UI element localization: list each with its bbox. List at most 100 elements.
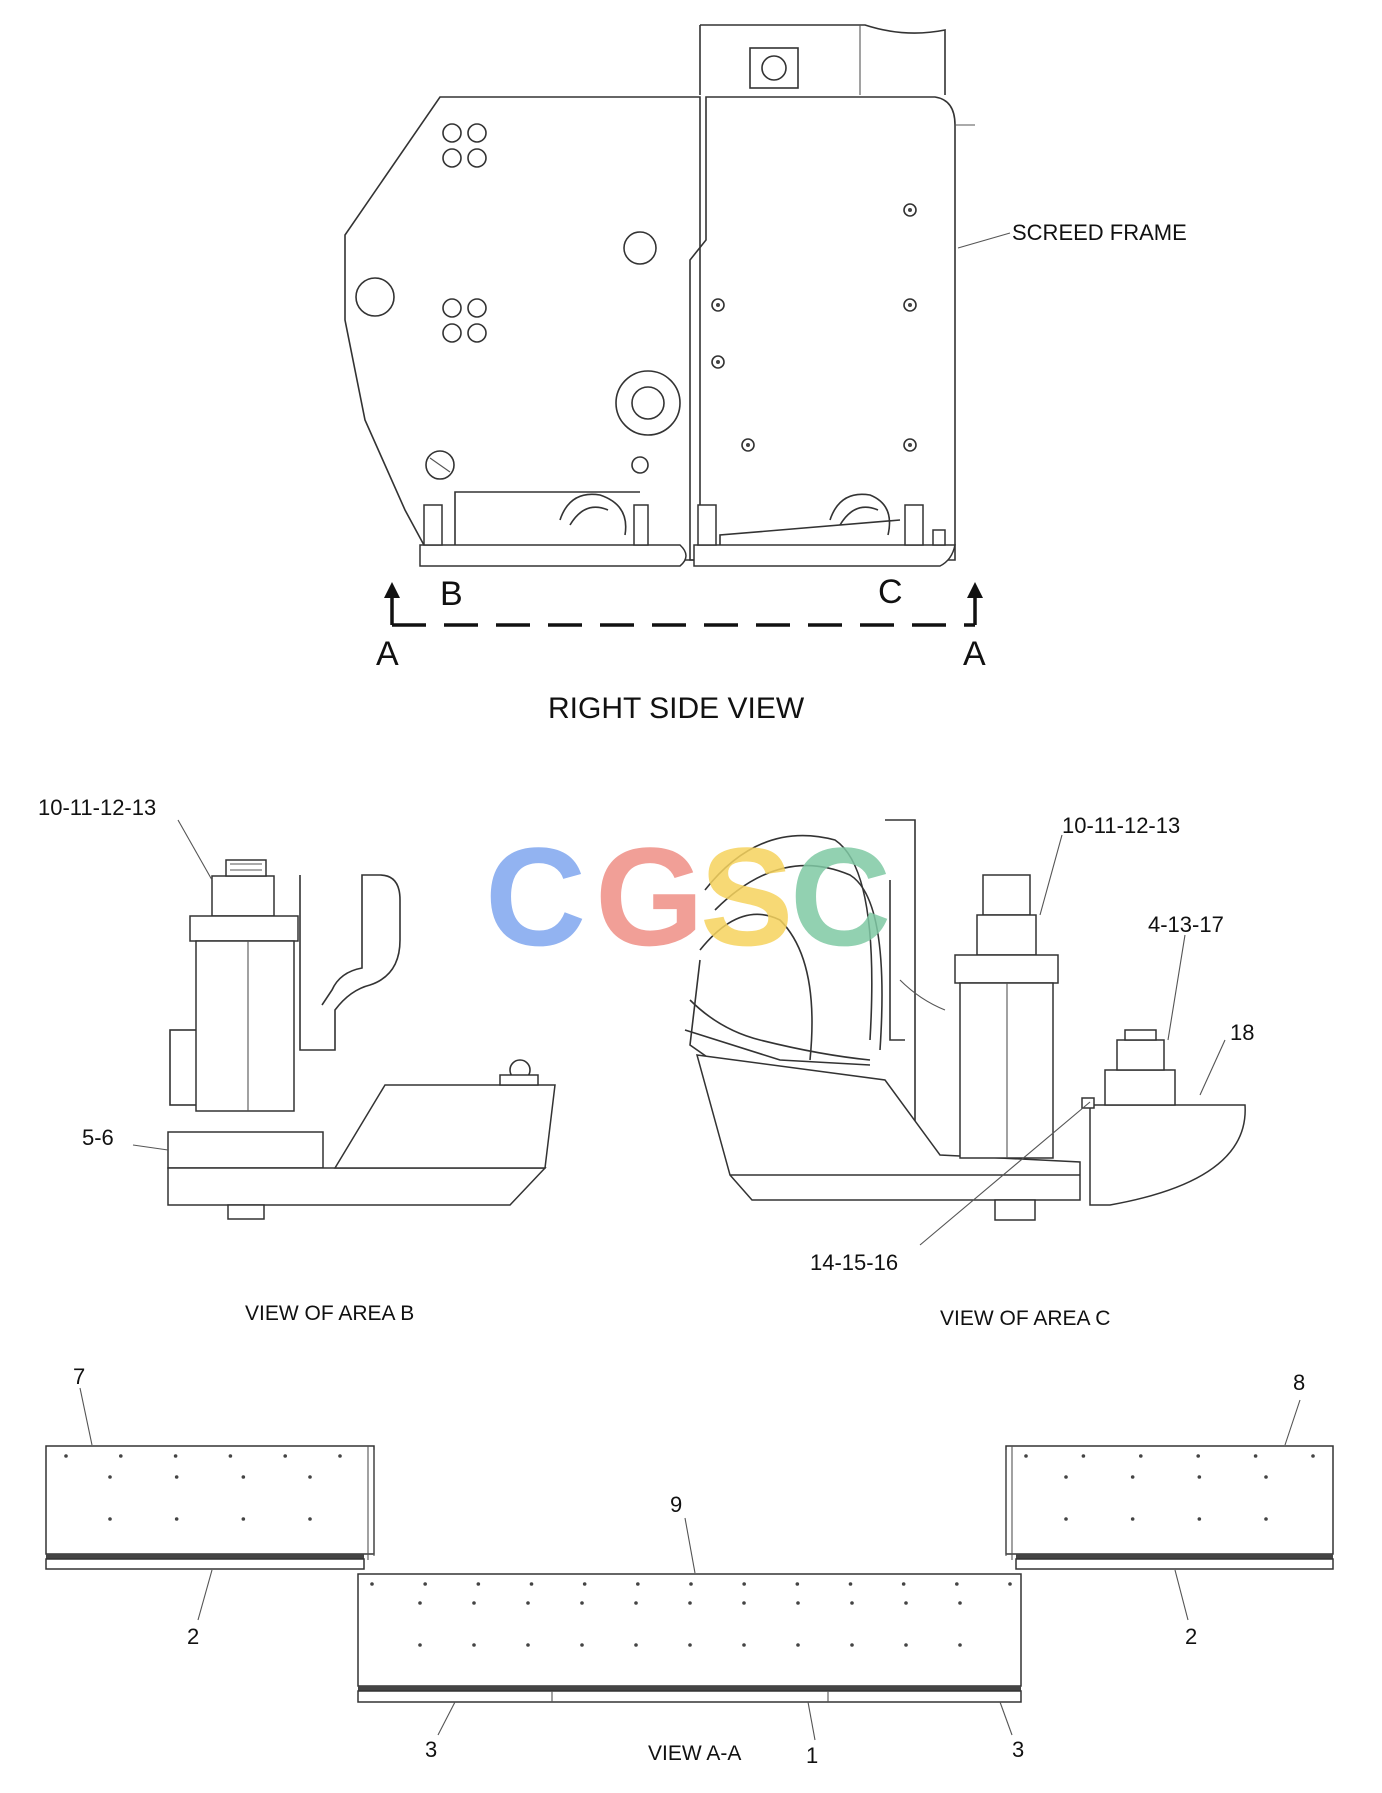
rivet-dot [1064,1475,1068,1479]
center-plate-9 [357,1573,1022,1687]
rivet-dot [689,1582,693,1586]
rivet-dot [580,1643,584,1647]
rivet-dot [308,1475,312,1479]
rivet-dot [526,1643,530,1647]
callout-aa-9: 9 [670,1492,682,1517]
watermark-letter-c1: C [485,818,586,975]
rivet-dot [848,1582,853,1586]
detail-c-marker: C [878,573,903,611]
rivet-dot [526,1601,530,1605]
rivet-dot [1081,1454,1086,1458]
view-area-c: 10-11-12-13 4-13-17 18 14-15-16 VIEW OF … [684,813,1254,1330]
frame-hole-cluster-lower [442,298,487,343]
rivet-dot [529,1582,534,1586]
rivet-dot [1008,1582,1012,1586]
rivet-dot [241,1517,246,1521]
callout-aa-3-right: 3 [1012,1737,1024,1762]
frame-hole-cluster-upper [442,123,487,168]
rivet-dot [958,1643,962,1647]
view-area-c-title: VIEW OF AREA C [940,1307,1110,1330]
rivet-dot [634,1643,638,1647]
rivet-dot [1130,1475,1135,1479]
section-a-left: A [376,635,399,673]
view-aa-title: VIEW A-A [648,1742,741,1765]
rivet-dot [742,1582,746,1586]
rivet-dot [850,1601,854,1605]
rivet-dot [742,1643,746,1647]
callout-b-left: 5-6 [82,1125,114,1150]
rivet-dot [241,1475,246,1479]
rivet-dot [688,1601,692,1605]
watermark-letter-s: S [700,818,793,975]
rivet-dot [418,1643,422,1647]
rivet-dot [582,1582,587,1586]
plate-rivets [64,1454,1315,1647]
view-area-b-title: VIEW OF AREA B [245,1302,414,1325]
rivet-dot [228,1454,233,1458]
callout-c-plate: 18 [1230,1020,1254,1045]
section-marker-aa [384,582,983,627]
rivet-dot [901,1582,906,1586]
watermark-letter-c2: C [790,818,891,975]
rivet-dot [850,1643,854,1647]
rivet-dot [688,1643,692,1647]
rivet-dot [283,1454,288,1458]
rivet-dot [1024,1454,1028,1458]
rivet-dot [1253,1454,1258,1458]
rivet-dot [418,1601,422,1605]
rivet-dot [795,1582,800,1586]
callout-c-top: 10-11-12-13 [1062,813,1180,838]
right-plate-8 [1005,1445,1334,1555]
rivet-dot [370,1582,374,1586]
callout-c-bolt: 4-13-17 [1148,912,1224,937]
detail-b-marker: B [440,575,463,613]
rivet-dot [1311,1454,1315,1458]
cgsc-watermark: C G S C [485,818,891,975]
rivet-dot [1064,1517,1068,1521]
rivet-dot [904,1601,908,1605]
rivet-dot [472,1643,476,1647]
callout-aa-8: 8 [1293,1370,1305,1395]
rivet-dot [1139,1454,1143,1458]
callout-aa-3-left: 3 [425,1737,437,1762]
frame-bolts [711,203,917,452]
callout-aa-7: 7 [73,1364,85,1389]
rivet-dot [308,1517,312,1521]
rivet-dot [174,1475,179,1479]
callout-b-top: 10-11-12-13 [38,795,156,820]
rivet-dot [174,1517,179,1521]
rivet-dot [634,1601,638,1605]
rivet-dot [1264,1517,1268,1521]
rivet-dot [904,1643,908,1647]
callout-aa-1: 1 [806,1743,818,1768]
left-plate-7 [45,1445,375,1555]
rivet-dot [64,1454,68,1458]
callout-aa-2-right: 2 [1185,1624,1197,1649]
callout-aa-2-left: 2 [187,1624,199,1649]
rivet-dot [742,1601,746,1605]
rivet-dot [955,1582,959,1586]
rivet-dot [796,1643,800,1647]
section-a-right: A [963,635,986,673]
rivet-dot [636,1582,640,1586]
watermark-letter-g: G [595,818,704,975]
right-side-view: SCREED FRAME [344,24,1187,725]
view-area-b: 10-11-12-13 5-6 VIEW OF AREA B [38,795,556,1325]
view-aa: 7 8 9 2 2 3 1 3 VIEW A-A [45,1364,1334,1768]
rivet-dot [580,1601,584,1605]
rivet-dot [796,1601,800,1605]
rivet-dot [1130,1517,1135,1521]
right-side-view-title: RIGHT SIDE VIEW [548,692,805,725]
rivet-dot [423,1582,427,1586]
rivet-dot [958,1601,962,1605]
rivet-dot [338,1454,342,1458]
rivet-dot [1197,1475,1202,1479]
rivet-dot [1196,1454,1200,1458]
screed-frame-label: SCREED FRAME [1012,220,1187,245]
rivet-dot [119,1454,123,1458]
rivet-dot [173,1454,178,1458]
rivet-dot [108,1517,112,1521]
rivet-dot [476,1582,481,1586]
rivet-dot [1197,1517,1202,1521]
